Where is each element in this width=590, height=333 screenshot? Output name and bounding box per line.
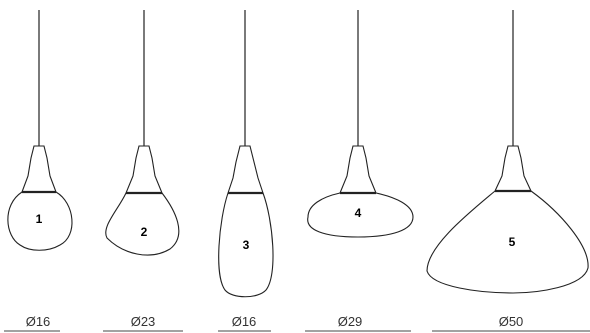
lamp-5: 5 [426,10,589,294]
lamp-3-shade [218,145,274,298]
lamp-2-number: 2 [141,225,148,239]
lamp-1: 1 [7,10,73,251]
lamp-1-number: 1 [36,212,43,226]
diameter-row: Ø16 Ø23 Ø16 Ø29 Ø50 [4,314,590,332]
lamp-1-shade [7,145,73,251]
lamp-4-shade [307,145,414,238]
lamp-4-diameter: Ø29 [338,314,363,329]
lamp-5-shade [426,145,589,294]
lamp-5-diameter: Ø50 [499,314,524,329]
lamp-2: 2 [105,10,180,256]
lamp-5-number: 5 [509,235,516,249]
lamp-3: 3 [218,10,274,298]
lamp-3-diameter: Ø16 [232,314,257,329]
lamp-2-shade [105,145,180,256]
lamp-1-diameter: Ø16 [26,314,51,329]
lamp-3-number: 3 [243,238,250,252]
lamp-4-number: 4 [355,206,362,220]
lamp-2-diameter: Ø23 [131,314,156,329]
lamp-4: 4 [307,10,414,238]
